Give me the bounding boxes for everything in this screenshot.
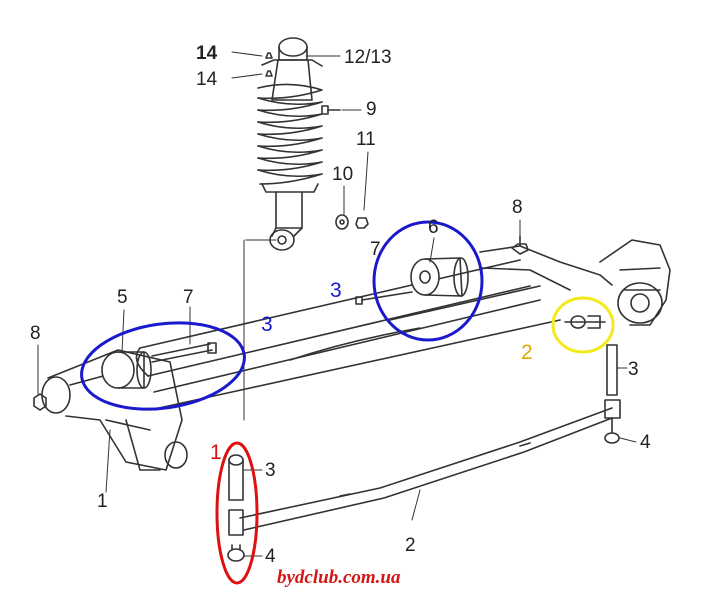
red-highlight — [215, 441, 259, 585]
label-5: 5 — [117, 287, 128, 308]
label-4-right: 4 — [640, 432, 651, 453]
label-11: 11 — [356, 129, 376, 150]
label-7-center: 7 — [370, 239, 381, 260]
site-watermark: bydclub.com.ua — [277, 567, 401, 588]
label-1: 1 — [97, 491, 108, 512]
shock-absorber — [257, 37, 323, 251]
annotation-3-blue-center: 3 — [330, 279, 342, 302]
blue-highlight-center — [372, 220, 484, 342]
strut-hardware — [265, 52, 369, 230]
annotation-1-red: 1 — [210, 441, 222, 464]
label-3-right: 3 — [628, 359, 639, 380]
left-end-link — [227, 454, 245, 562]
label-4-bottom: 4 — [265, 546, 276, 567]
annotation-3-blue-left: 3 — [261, 313, 273, 336]
label-8-left: 8 — [30, 323, 41, 344]
label-8-right: 8 — [512, 197, 523, 218]
label-6: 6 — [428, 217, 439, 238]
label-12-13: 12/13 — [344, 47, 392, 68]
label-14: 14 — [196, 69, 218, 90]
axle-beam — [135, 259, 561, 411]
right-end-link — [604, 344, 621, 444]
right-trailing-arm — [479, 235, 671, 326]
label-2: 2 — [405, 535, 416, 556]
yellow-highlight — [551, 296, 615, 354]
right-ball-joint — [564, 315, 606, 329]
blue-highlight-left — [80, 321, 246, 411]
leader-lines — [37, 51, 637, 557]
left-bushing — [101, 342, 217, 389]
label-7: 7 — [183, 287, 194, 308]
label-9: 9 — [366, 99, 377, 120]
annotation-2-yellow: 2 — [521, 341, 533, 364]
center-bushing — [355, 257, 469, 305]
label-10: 10 — [332, 164, 354, 185]
label-14-top: 14 — [196, 43, 218, 64]
panhard-rod — [239, 407, 613, 531]
label-3-bottom: 3 — [265, 460, 276, 481]
